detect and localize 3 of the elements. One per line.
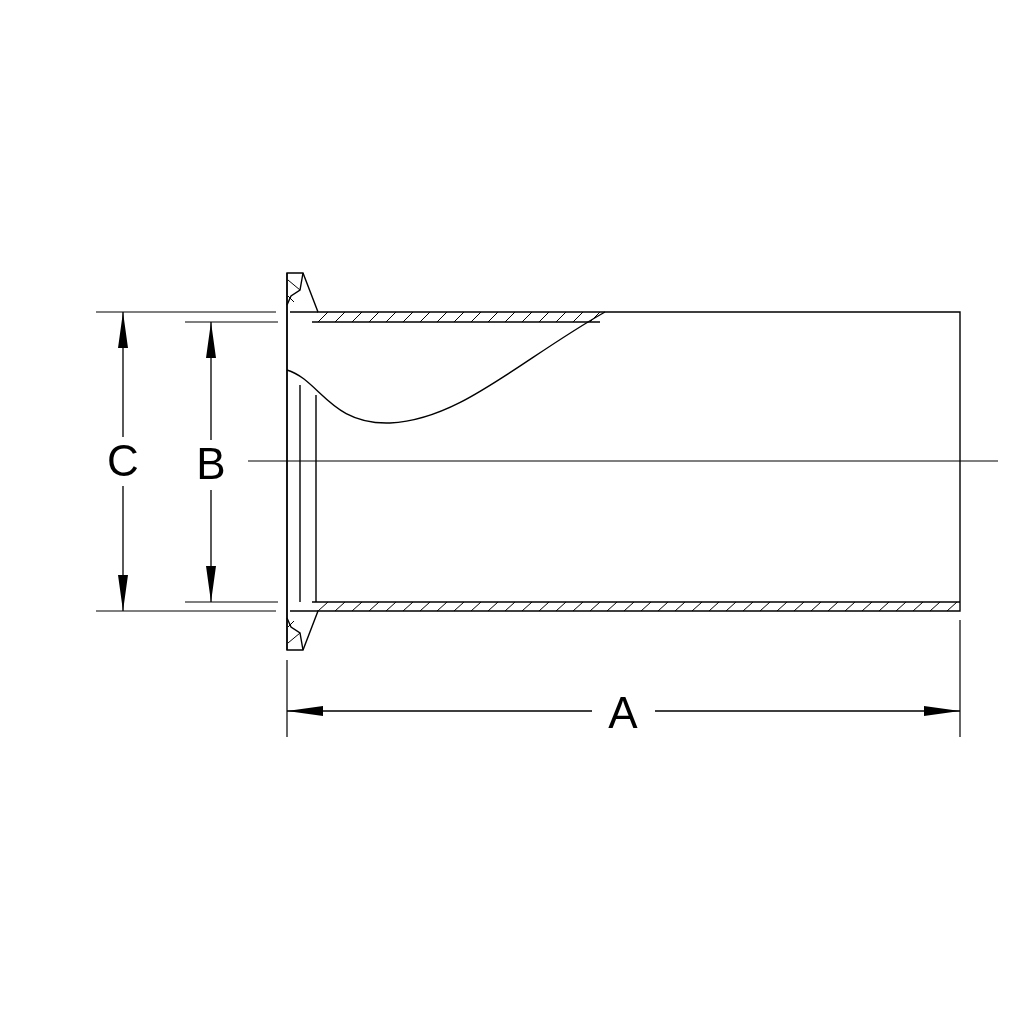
dimension-label: C [107, 439, 139, 483]
dimension-label: B [196, 442, 226, 486]
dimension-label: A [608, 691, 638, 735]
